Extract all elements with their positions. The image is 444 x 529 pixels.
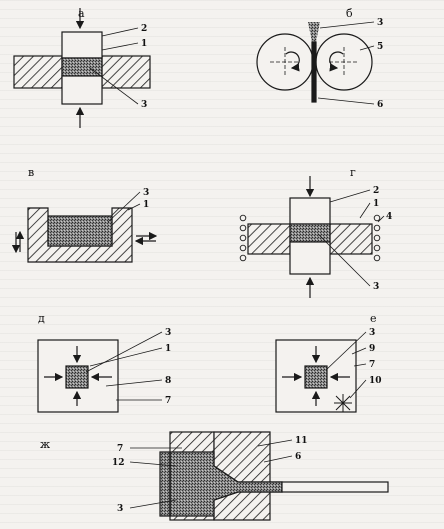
- callout-label: 1: [373, 199, 379, 209]
- leader-line: [377, 215, 385, 223]
- lower-punch: [289, 241, 331, 275]
- panel-label-e: е: [370, 312, 377, 325]
- upper-punch: [289, 197, 331, 225]
- leader-line: [127, 203, 141, 211]
- leader-line: [105, 379, 163, 387]
- callout-label: 1: [141, 39, 147, 49]
- explosive-charge-icon: [334, 394, 352, 412]
- powder-billet: [304, 365, 328, 389]
- panel-b: б 3 5 6: [256, 7, 383, 110]
- leader-line: [325, 331, 367, 371]
- callout-label: 10: [369, 376, 382, 386]
- callout-label: 3: [143, 188, 149, 198]
- callout-label: 8: [165, 376, 171, 386]
- panel-label-d: д: [38, 312, 45, 325]
- induction-coil: [239, 214, 381, 262]
- callout-label: 3: [141, 100, 147, 110]
- leader-line: [317, 233, 371, 287]
- leader-line: [101, 42, 139, 51]
- leader-line: [85, 331, 163, 373]
- panel-d: д 3 1 8 7: [37, 312, 171, 413]
- callout-label: 7: [165, 396, 171, 406]
- lower-punch: [61, 75, 103, 105]
- panel-label-a: а: [78, 7, 85, 20]
- panel-label-b: б: [346, 7, 353, 20]
- powder-charge: [289, 223, 331, 243]
- panel-e: е 3 9 7 10: [275, 312, 382, 413]
- leader-line: [89, 347, 163, 367]
- leader-line: [349, 379, 367, 399]
- powder-charge: [47, 215, 113, 247]
- callout-label: 5: [377, 42, 383, 52]
- die-right: [329, 223, 373, 255]
- leader-line: [317, 97, 375, 105]
- panel-a: а 2 1 3: [13, 7, 151, 128]
- callout-label: 6: [377, 100, 383, 110]
- rotation-arrow: [285, 51, 300, 72]
- panel-zh: ж 7 12 11 6 3: [40, 431, 389, 521]
- extruded-rod: [281, 481, 389, 493]
- leader-line: [101, 27, 139, 37]
- panel-label-zh: ж: [40, 438, 50, 451]
- callout-label: 7: [369, 360, 375, 370]
- callout-label: 11: [295, 436, 308, 446]
- upper-punch: [61, 31, 103, 59]
- powder-stream: [308, 22, 320, 42]
- callout-label: 3: [369, 328, 375, 338]
- rolled-strip: [311, 41, 317, 103]
- leader-line: [263, 455, 293, 463]
- leader-line: [359, 45, 375, 51]
- leader-line: [129, 499, 177, 509]
- callout-label: 3: [373, 282, 379, 292]
- leader-line: [351, 347, 367, 355]
- callout-label: 2: [373, 186, 379, 196]
- callout-label: 3: [377, 18, 383, 28]
- panel-g: г 2 1 4 3: [239, 166, 392, 298]
- panel-label-g: г: [350, 166, 356, 179]
- rotation-arrow: [329, 51, 344, 72]
- leader-line: [129, 461, 177, 467]
- powder-billet: [65, 365, 89, 389]
- leader-line: [107, 191, 141, 223]
- die-left: [247, 223, 291, 255]
- panel-label-v: в: [28, 166, 34, 179]
- powder-charge: [61, 57, 103, 77]
- callout-label: 1: [143, 200, 149, 210]
- leader-line: [257, 439, 293, 447]
- callout-label: 7: [117, 444, 123, 454]
- callout-label: 9: [369, 344, 375, 354]
- leader-line: [319, 21, 375, 29]
- callout-label: 6: [295, 452, 301, 462]
- callout-label: 2: [141, 24, 147, 34]
- leader-line: [89, 67, 139, 105]
- callout-label: 4: [386, 212, 392, 222]
- leader-line: [359, 202, 371, 219]
- callout-label: 1: [165, 344, 171, 354]
- leader-line: [353, 363, 367, 367]
- callout-label: 3: [165, 328, 171, 338]
- die-left: [13, 55, 63, 89]
- callout-label: 12: [112, 458, 125, 468]
- callout-label: 3: [117, 504, 123, 514]
- die-right: [101, 55, 151, 89]
- panel-v: в 3 1: [11, 166, 158, 263]
- leader-line: [329, 189, 371, 203]
